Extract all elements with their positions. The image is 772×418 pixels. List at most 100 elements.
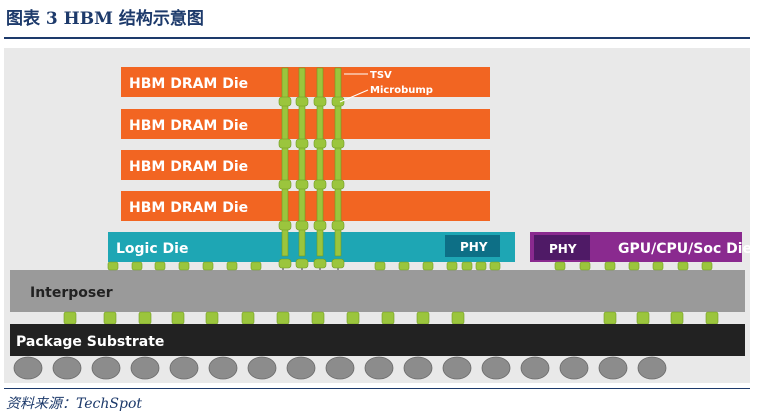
microbump [677,261,689,271]
dram-die-label: HBM DRAM Die [129,76,248,92]
interposer-via [416,311,430,325]
interposer-via [103,311,117,325]
microbump [313,96,327,107]
figure-title: 图表 3 HBM 结构示意图 [6,9,204,29]
tsv-callout-label: TSV [370,70,392,81]
solder-ball [637,356,667,380]
tsv [298,67,306,257]
dram-die-body [121,67,490,97]
microbump [331,96,345,107]
dram-die-3: HBM DRAM Die [121,191,490,221]
microbump [295,220,309,231]
microbump [331,258,345,269]
microbump [461,261,473,271]
solder-ball-layer [13,356,667,380]
microbump [202,261,214,271]
dram-die-label: HBM DRAM Die [129,118,248,134]
interposer-via [63,311,77,325]
microbump-layer [63,96,719,325]
microbump [131,261,143,271]
footer-rule [4,388,750,389]
microbump [250,261,262,271]
solder-ball [442,356,472,380]
microbump [107,261,119,271]
solder-ball [286,356,316,380]
microbump [475,261,487,271]
interposer-via [636,311,650,325]
solder-ball [598,356,628,380]
dram-die-0: HBM DRAM Die [121,67,490,97]
solder-ball [13,356,43,380]
substrate-body [10,324,745,356]
microbump [313,220,327,231]
microbump [313,258,327,269]
solder-ball [559,356,589,380]
soc-phy-block [534,235,590,260]
tsv [316,67,324,257]
package-substrate: Package Substrate [10,324,745,356]
solder-ball [403,356,433,380]
microbump [278,258,292,269]
interposer-via [603,311,617,325]
logic-die: Logic Die PHY [108,232,515,262]
interposer-via [171,311,185,325]
dram-die-label: HBM DRAM Die [129,200,248,216]
microbump [154,261,166,271]
solder-ball [520,356,550,380]
microbump [331,138,345,149]
microbump [422,261,434,271]
microbump [313,179,327,190]
interposer-via [311,311,325,325]
dram-die-body [121,150,490,180]
microbump [398,261,410,271]
substrate-label: Package Substrate [16,334,164,350]
dram-die-label: HBM DRAM Die [129,159,248,175]
solder-ball [208,356,238,380]
microbump [278,96,292,107]
solder-ball [169,356,199,380]
interposer-body [10,270,745,312]
callouts: TSV Microbump [339,70,433,103]
microbump [489,261,501,271]
interposer-via [276,311,290,325]
solder-ball [52,356,82,380]
microbump [374,261,386,271]
solder-ball [130,356,160,380]
microbump [652,261,664,271]
logic-phy-label: PHY [460,240,488,254]
microbump [579,261,591,271]
microbump [278,138,292,149]
microbump [446,261,458,271]
logic-die-label: Logic Die [116,241,188,257]
tsv [334,67,342,257]
microbump-callout-label: Microbump [370,85,433,96]
solder-ball [481,356,511,380]
soc-die-label: GPU/CPU/Soc Die [618,241,752,257]
microbump [604,261,616,271]
dram-die-body [121,109,490,139]
microbump [178,261,190,271]
microbump [278,179,292,190]
solder-ball [247,356,277,380]
microbump [226,261,238,271]
interposer-via [451,311,465,325]
microbump [331,179,345,190]
solder-ball [325,356,355,380]
title-rule [4,37,750,39]
solder-ball [364,356,394,380]
interposer-label: Interposer [30,285,113,301]
interposer-via [241,311,255,325]
microbump [295,179,309,190]
microbump-callout-line [339,89,369,103]
interposer-via [205,311,219,325]
logic-phy-block [445,235,500,257]
interposer-via [705,311,719,325]
microbump [295,138,309,149]
interposer-via [381,311,395,325]
solder-ball [91,356,121,380]
microbump [313,138,327,149]
figure-source: 资料来源：TechSpot [6,396,143,412]
soc-phy-label: PHY [549,242,577,256]
interposer-via [138,311,152,325]
